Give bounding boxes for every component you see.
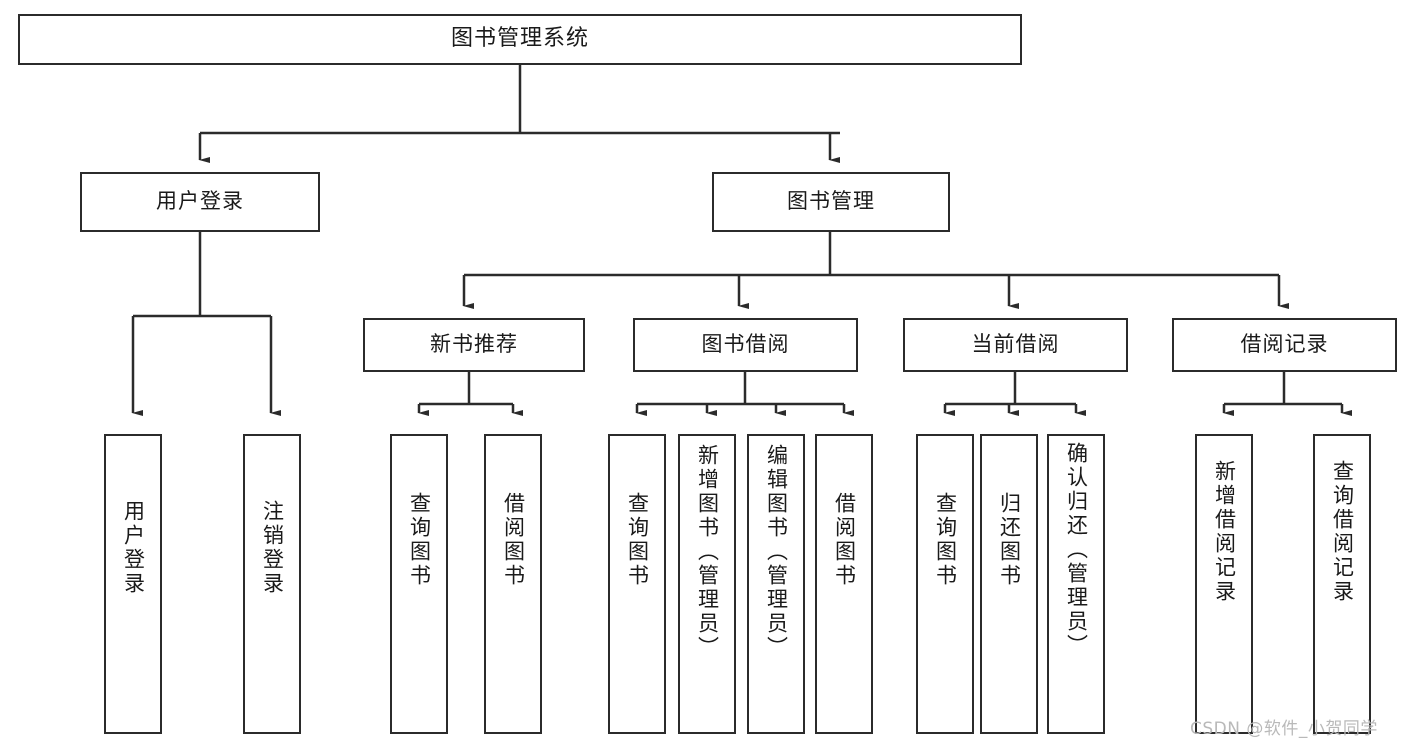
node-current-borrow-label: 当前借阅: [971, 332, 1060, 357]
node-user-login-label: 用户登录: [156, 189, 244, 214]
node-current-borrow[interactable]: 当前借阅: [903, 318, 1128, 372]
leaf-current-borrow-2[interactable]: 归还图书: [980, 434, 1038, 734]
leaf-book-borrow-1[interactable]: 查询图书: [608, 434, 666, 734]
node-borrow-record-label: 借阅记录: [1240, 332, 1329, 357]
node-new-book-recommend[interactable]: 新书推荐: [363, 318, 585, 372]
leaf-book-borrow-2[interactable]: 新增图书（管理员）: [678, 434, 736, 734]
node-root[interactable]: 图书管理系统: [18, 14, 1022, 65]
leaf-borrow-record-2-label: 查询借阅记录: [1330, 460, 1355, 604]
leaf-borrow-record-2[interactable]: 查询借阅记录: [1313, 434, 1371, 734]
node-new-book-recommend-label: 新书推荐: [430, 332, 518, 357]
leaf-user-login-1[interactable]: 用户登录: [104, 434, 162, 734]
leaf-current-borrow-1[interactable]: 查询图书: [916, 434, 974, 734]
leaf-new-book-2-label: 借阅图书: [501, 492, 526, 588]
leaf-current-borrow-1-label: 查询图书: [933, 492, 958, 588]
leaf-book-borrow-4-label: 借阅图书: [832, 492, 857, 588]
leaf-current-borrow-3-label: 确认归还（管理员）: [1064, 442, 1089, 658]
leaf-current-borrow-2-label: 归还图书: [997, 492, 1022, 588]
node-root-label: 图书管理系统: [450, 26, 589, 52]
leaf-borrow-record-1[interactable]: 新增借阅记录: [1195, 434, 1253, 734]
leaf-user-login-1-label: 用户登录: [121, 500, 146, 596]
node-book-manage[interactable]: 图书管理: [712, 172, 950, 232]
leaf-new-book-2[interactable]: 借阅图书: [484, 434, 542, 734]
leaf-book-borrow-3[interactable]: 编辑图书（管理员）: [747, 434, 805, 734]
leaf-new-book-1-label: 查询图书: [407, 492, 432, 588]
leaf-book-borrow-2-label: 新增图书（管理员）: [695, 444, 720, 660]
csdn-watermark: CSDN @软件_小贺同学: [1190, 719, 1378, 739]
leaf-user-login-2-label: 注销登录: [260, 500, 285, 596]
leaf-user-login-2[interactable]: 注销登录: [243, 434, 301, 734]
leaf-current-borrow-3[interactable]: 确认归还（管理员）: [1047, 434, 1105, 734]
node-book-manage-label: 图书管理: [787, 189, 875, 214]
node-book-borrow-label: 图书借阅: [701, 332, 790, 357]
leaf-book-borrow-4[interactable]: 借阅图书: [815, 434, 873, 734]
node-borrow-record[interactable]: 借阅记录: [1172, 318, 1397, 372]
leaf-book-borrow-1-label: 查询图书: [625, 492, 650, 588]
node-user-login[interactable]: 用户登录: [80, 172, 320, 232]
node-book-borrow[interactable]: 图书借阅: [633, 318, 858, 372]
leaf-new-book-1[interactable]: 查询图书: [390, 434, 448, 734]
leaf-borrow-record-1-label: 新增借阅记录: [1212, 460, 1237, 604]
leaf-book-borrow-3-label: 编辑图书（管理员）: [764, 444, 789, 660]
